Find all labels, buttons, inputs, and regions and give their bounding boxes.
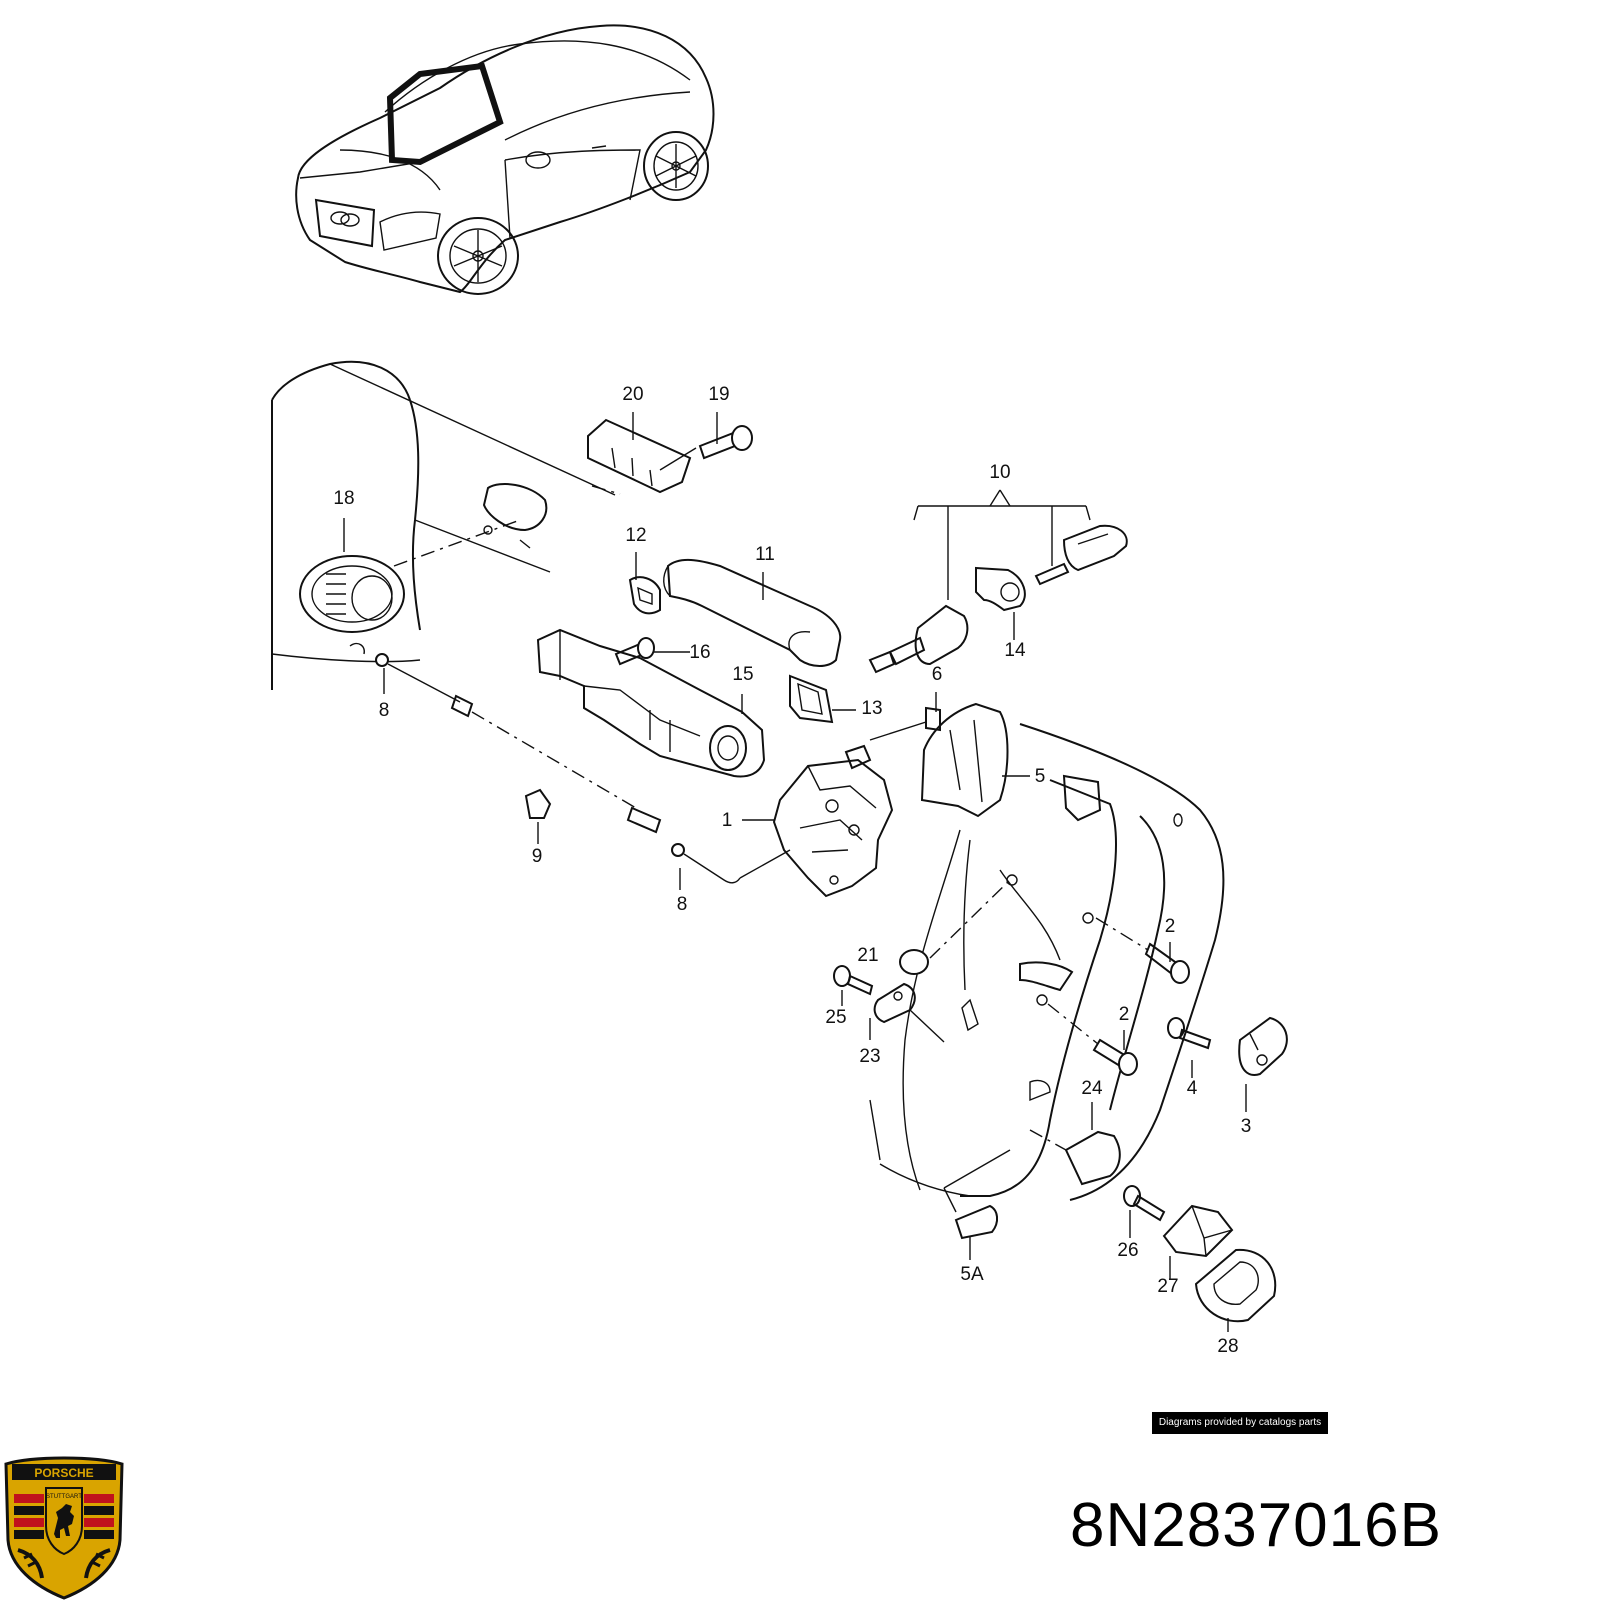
windshield-highlight [386, 62, 504, 166]
part-24-bumper [1029, 1129, 1121, 1186]
part-28-gasket [1194, 1248, 1277, 1323]
part-20-bracket [587, 418, 697, 495]
svg-text:PORSCHE: PORSCHE [34, 1466, 93, 1480]
callout-15: 15 [732, 664, 753, 685]
part-8-cable [349, 642, 791, 884]
part-18-seal [299, 519, 521, 633]
callouts: 20 19 18 12 11 10 14 16 15 6 13 5 1 8 9 … [333, 384, 1251, 1357]
rear-wheel [643, 131, 709, 201]
part-23-plate [873, 982, 945, 1043]
part-19-screw [698, 425, 753, 460]
callout-23: 23 [859, 1046, 880, 1067]
callout-27: 27 [1157, 1276, 1178, 1297]
part-1-door-lock [772, 744, 894, 898]
part-13-gasket [789, 674, 834, 724]
callout-2-upper: 2 [1165, 916, 1176, 937]
callout-18: 18 [333, 488, 354, 509]
door-panel-outline [271, 360, 616, 690]
part-21-plug [899, 879, 1011, 975]
part-10-lock-set [868, 524, 1128, 674]
part-25-bolt [833, 965, 874, 996]
credit-label: Diagrams provided by catalogs parts [1152, 1412, 1328, 1434]
part-5a-cap [943, 1149, 1011, 1240]
callout-2-lower: 2 [1119, 1004, 1130, 1025]
part-4-bolt [1167, 1017, 1212, 1050]
callout-24: 24 [1081, 1078, 1103, 1099]
part-16-screw [614, 637, 655, 666]
part-15-carrier [536, 628, 766, 778]
callout-28: 28 [1217, 1336, 1238, 1357]
part-26-bolt [1123, 1185, 1166, 1222]
callout-14: 14 [1004, 640, 1026, 661]
callout-21: 21 [857, 945, 878, 966]
part-27-buffer [1162, 1204, 1234, 1258]
callout-25: 25 [825, 1007, 846, 1028]
callout-9: 9 [532, 846, 543, 867]
callout-19: 19 [708, 384, 729, 405]
callout-8-upper: 8 [379, 700, 390, 721]
callout-3: 3 [1241, 1116, 1252, 1137]
callout-26: 26 [1117, 1240, 1138, 1261]
callout-20: 20 [622, 384, 643, 405]
callout-11: 11 [755, 544, 775, 565]
callout-8-lower: 8 [677, 894, 688, 915]
part-2-bolt-upper [1095, 917, 1190, 984]
car-illustration [295, 24, 715, 295]
front-wheel [437, 217, 519, 295]
part-2-bolt-lower [1047, 1003, 1138, 1076]
part-9-clip [524, 788, 552, 819]
leader-lines [343, 412, 1247, 1332]
callout-1: 1 [722, 810, 733, 831]
callout-12: 12 [625, 525, 646, 546]
svg-text:STUTTGART: STUTTGART [46, 1494, 82, 1500]
part-11-handle [663, 559, 842, 667]
part-12-grommet [628, 576, 661, 615]
callout-6: 6 [932, 664, 943, 685]
callout-5a: 5A [960, 1264, 984, 1285]
part-number: 8N2837016B [1070, 1491, 1442, 1560]
part-3-striker-plate [1238, 1016, 1288, 1076]
part-14-cap [975, 566, 1026, 612]
porsche-crest-logo: PORSCHE STUTTGART [4, 1456, 124, 1600]
callout-5: 5 [1035, 766, 1046, 787]
callout-13: 13 [861, 698, 882, 719]
part-5-cover [920, 702, 1102, 822]
callout-10: 10 [989, 462, 1010, 483]
callout-4: 4 [1187, 1078, 1198, 1099]
callout-16: 16 [689, 642, 710, 663]
